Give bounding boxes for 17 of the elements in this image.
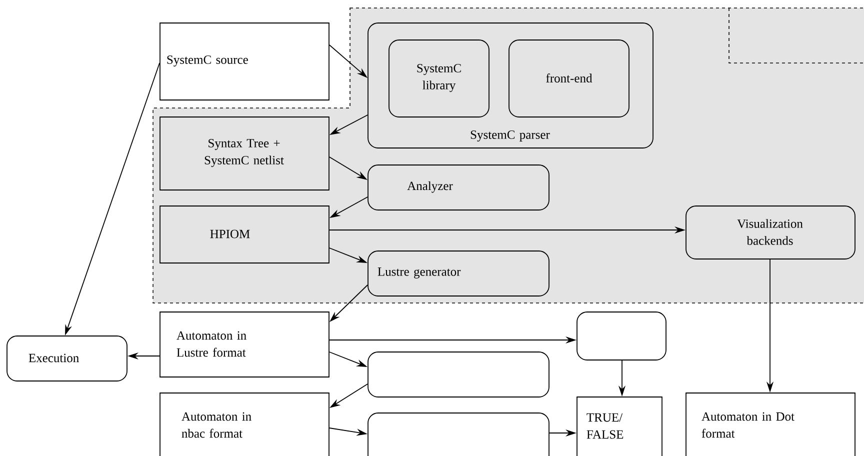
process-box: Lustre generator bbox=[368, 250, 550, 296]
data-box: Automaton in Lustre format bbox=[160, 312, 330, 378]
data-box: Automaton in nbac format bbox=[160, 392, 330, 456]
data-box: SystemC source bbox=[160, 22, 330, 100]
process-box bbox=[368, 352, 550, 398]
data-box: Automaton in Dot format bbox=[686, 392, 856, 456]
process-box: Analyzer bbox=[368, 164, 550, 210]
data-box: Syntax Tree + SystemC netlist bbox=[160, 116, 330, 190]
process-box: Visualization backends bbox=[686, 206, 856, 260]
data-box: TRUE/ FALSE bbox=[576, 396, 662, 456]
process-box: SystemC library bbox=[388, 40, 490, 118]
process-box bbox=[576, 312, 666, 360]
data-box: HPIOM bbox=[160, 206, 330, 264]
process-box: Execution bbox=[6, 336, 128, 382]
process-box: front-end bbox=[508, 40, 630, 118]
dashed-box bbox=[728, 8, 864, 64]
process-box bbox=[368, 412, 550, 456]
